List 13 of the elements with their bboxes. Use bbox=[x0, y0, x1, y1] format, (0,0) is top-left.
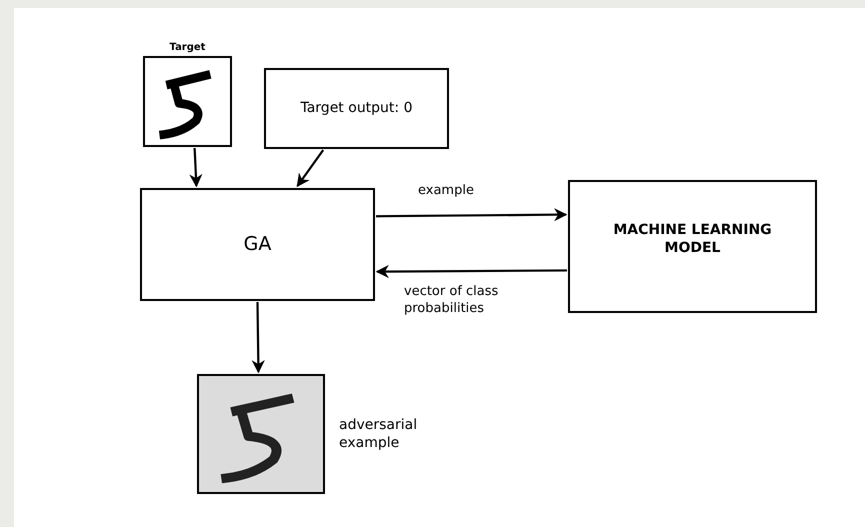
image-heading: Target bbox=[168, 42, 206, 54]
box-label: MACHINE LEARNING MODEL bbox=[612, 220, 773, 256]
arrow bbox=[189, 148, 202, 188]
process-box bbox=[140, 188, 375, 301]
box-label: Target output: 0 bbox=[299, 99, 414, 118]
arrow bbox=[376, 264, 567, 278]
process-box bbox=[264, 68, 449, 149]
arrow bbox=[376, 208, 568, 222]
arrow bbox=[296, 149, 324, 188]
arrow bbox=[252, 302, 265, 374]
process-box bbox=[568, 180, 817, 313]
image-caption: adversarial example bbox=[339, 416, 418, 452]
box-label: GA bbox=[242, 232, 272, 258]
